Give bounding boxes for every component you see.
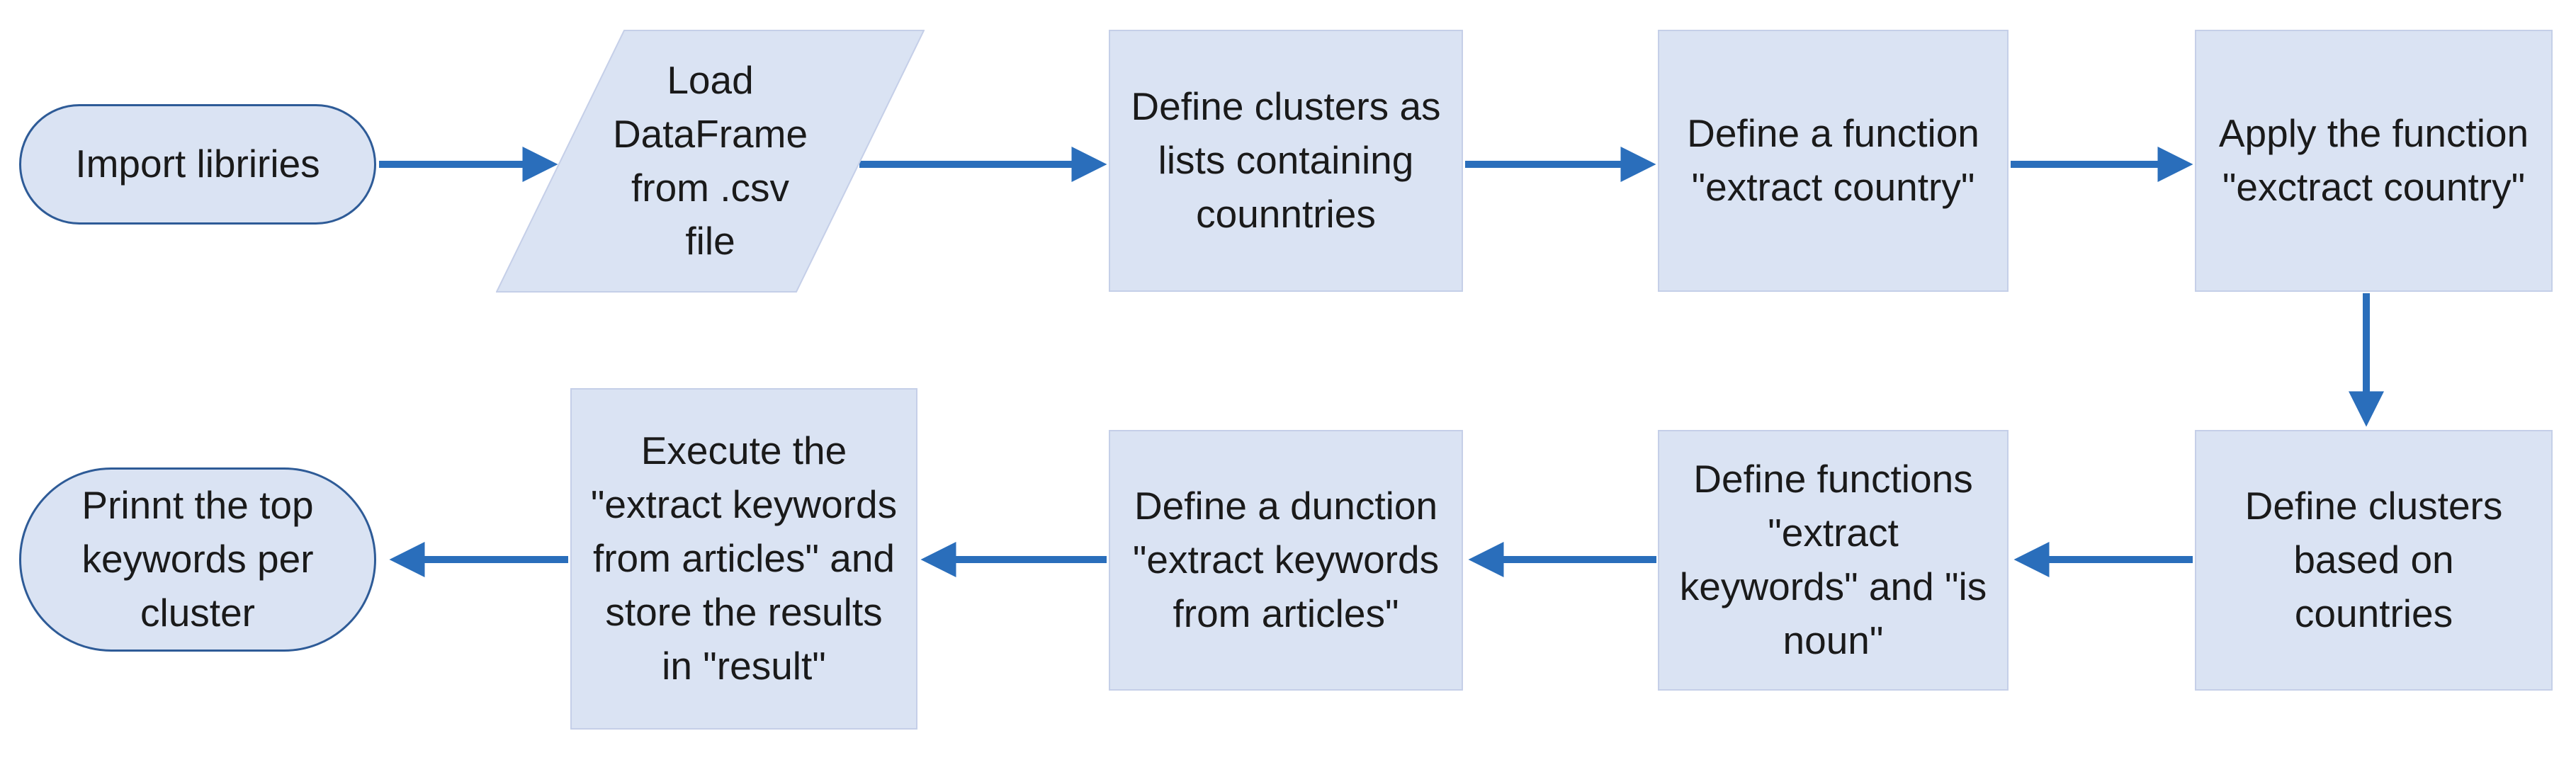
node-apply-function-extract-country: Apply the function "exctract country" xyxy=(2195,30,2553,292)
node-execute-and-store-results: Execute the "extract keywords from artic… xyxy=(570,388,917,730)
node-apply-function-extract-country-label: Apply the function "exctract country" xyxy=(2218,111,2529,209)
node-define-clusters-as-lists: Define clusters as lists containing coun… xyxy=(1109,30,1463,292)
node-load-dataframe: Load DataFrame from .csv file xyxy=(496,30,925,293)
node-start-terminal: Import libriries xyxy=(19,104,376,225)
node-define-function-extract-keywords-articles-label: Define a dunction "extract keywords from… xyxy=(1132,484,1440,635)
node-define-clusters-based-on-countries: Define clusters based on countries xyxy=(2195,430,2553,691)
node-define-clusters-as-lists-label: Define clusters as lists containing coun… xyxy=(1131,84,1441,236)
node-define-function-extract-country-label: Define a function "extract country" xyxy=(1687,111,1979,209)
node-start-terminal-label: Import libriries xyxy=(75,142,320,186)
node-load-dataframe-label: Load DataFrame from .csv file xyxy=(612,57,808,263)
node-define-function-extract-keywords-articles: Define a dunction "extract keywords from… xyxy=(1109,430,1463,691)
node-end-terminal: Prinnt the top keywords per cluster xyxy=(19,467,376,652)
node-end-terminal-label: Prinnt the top keywords per cluster xyxy=(81,483,314,635)
node-execute-and-store-results-label: Execute the "extract keywords from artic… xyxy=(590,429,898,688)
node-define-clusters-based-on-countries-label: Define clusters based on countries xyxy=(2244,484,2503,635)
node-define-function-extract-country: Define a function "extract country" xyxy=(1658,30,2009,292)
node-define-keyword-noun-functions: Define functions "extract keywords" and … xyxy=(1658,430,2009,691)
parallelogram-shape xyxy=(496,30,925,293)
node-define-keyword-noun-functions-label: Define functions "extract keywords" and … xyxy=(1679,457,1987,662)
